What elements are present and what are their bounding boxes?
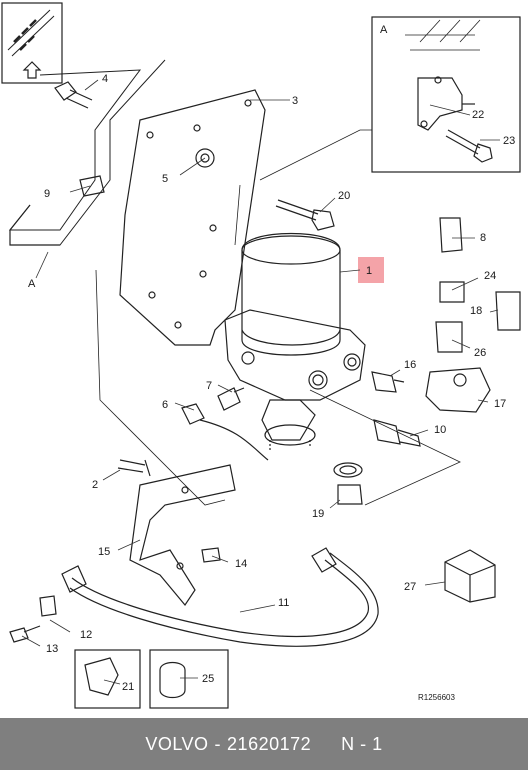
footer-bar: VOLVO - 21620172 N - 1 [0, 718, 528, 770]
position-label: N - 1 [341, 733, 383, 754]
dryer-cartridge [241, 232, 341, 356]
plug-19 [337, 484, 363, 505]
fitting-16 [371, 371, 405, 393]
brand-name: VOLVO [145, 733, 209, 754]
callout-5: 5 [162, 173, 168, 185]
callout-4: 4 [102, 73, 108, 85]
callout-10: 10 [434, 424, 446, 436]
bolt-2 [117, 459, 151, 477]
clip-12 [39, 595, 57, 617]
callout-21: 21 [122, 681, 134, 693]
callout-27: 27 [404, 581, 416, 593]
view-a-label: A [28, 278, 36, 290]
heater-housing [261, 399, 316, 441]
callout-25: 25 [202, 673, 214, 685]
callout-3: 3 [292, 95, 298, 107]
part-number: 21620172 [227, 733, 312, 754]
air-pipe [71, 559, 370, 638]
bolt-13 [9, 625, 41, 643]
callout-22: 22 [472, 109, 484, 121]
callout-17: 17 [494, 398, 506, 410]
part-21-box [74, 649, 141, 709]
callout-18: 18 [470, 305, 482, 317]
valve-body [224, 309, 366, 401]
callout-6: 6 [162, 399, 168, 411]
callout-26: 26 [474, 347, 486, 359]
reference-number: R1256603 [418, 693, 455, 702]
grommet-14 [201, 547, 221, 563]
callout-24: 24 [484, 270, 496, 282]
callout-9: 9 [44, 188, 50, 200]
callout-16: 16 [404, 359, 416, 371]
detail-bracket [417, 77, 463, 131]
detail-bolt-head [473, 143, 493, 163]
callout-23: 23 [503, 135, 515, 147]
sensor-6 [181, 403, 269, 461]
highlight-callout-1 [358, 257, 384, 283]
seal-ring [333, 462, 363, 478]
callout-7: 7 [206, 380, 212, 392]
fitting-10 [373, 419, 421, 447]
callout-2: 2 [92, 479, 98, 491]
orientation-icon-box [1, 2, 63, 84]
callout-19: 19 [312, 508, 324, 520]
part-18 [495, 291, 521, 331]
parts-diagram: 1 2 3 4 5 6 7 8 9 10 11 12 13 14 15 16 1… [1, 2, 521, 709]
kit-27 [444, 549, 496, 603]
block-17 [425, 367, 491, 413]
callout-11: 11 [278, 597, 289, 609]
callout-1: 1 [366, 265, 372, 277]
up-arrow-icon [22, 61, 42, 79]
mounting-bracket [119, 89, 266, 346]
callout-8: 8 [480, 232, 486, 244]
spacer-9 [79, 175, 105, 197]
nut-5 [195, 148, 215, 168]
part-24 [439, 281, 465, 303]
part-26 [435, 321, 463, 353]
pipe-bracket [129, 464, 236, 607]
callout-15: 15 [98, 546, 110, 558]
detail-a-label: A [380, 24, 388, 36]
callout-12: 12 [80, 629, 92, 641]
valve-8 [439, 217, 463, 253]
callout-13: 13 [46, 643, 58, 655]
callout-14: 14 [235, 558, 247, 570]
part-25-box [149, 649, 229, 709]
footer-separator: - [214, 733, 222, 754]
detail-a-box [371, 16, 521, 173]
callout-20: 20 [338, 190, 350, 202]
bolt-4 [54, 81, 93, 109]
bolt-20 [275, 199, 335, 231]
